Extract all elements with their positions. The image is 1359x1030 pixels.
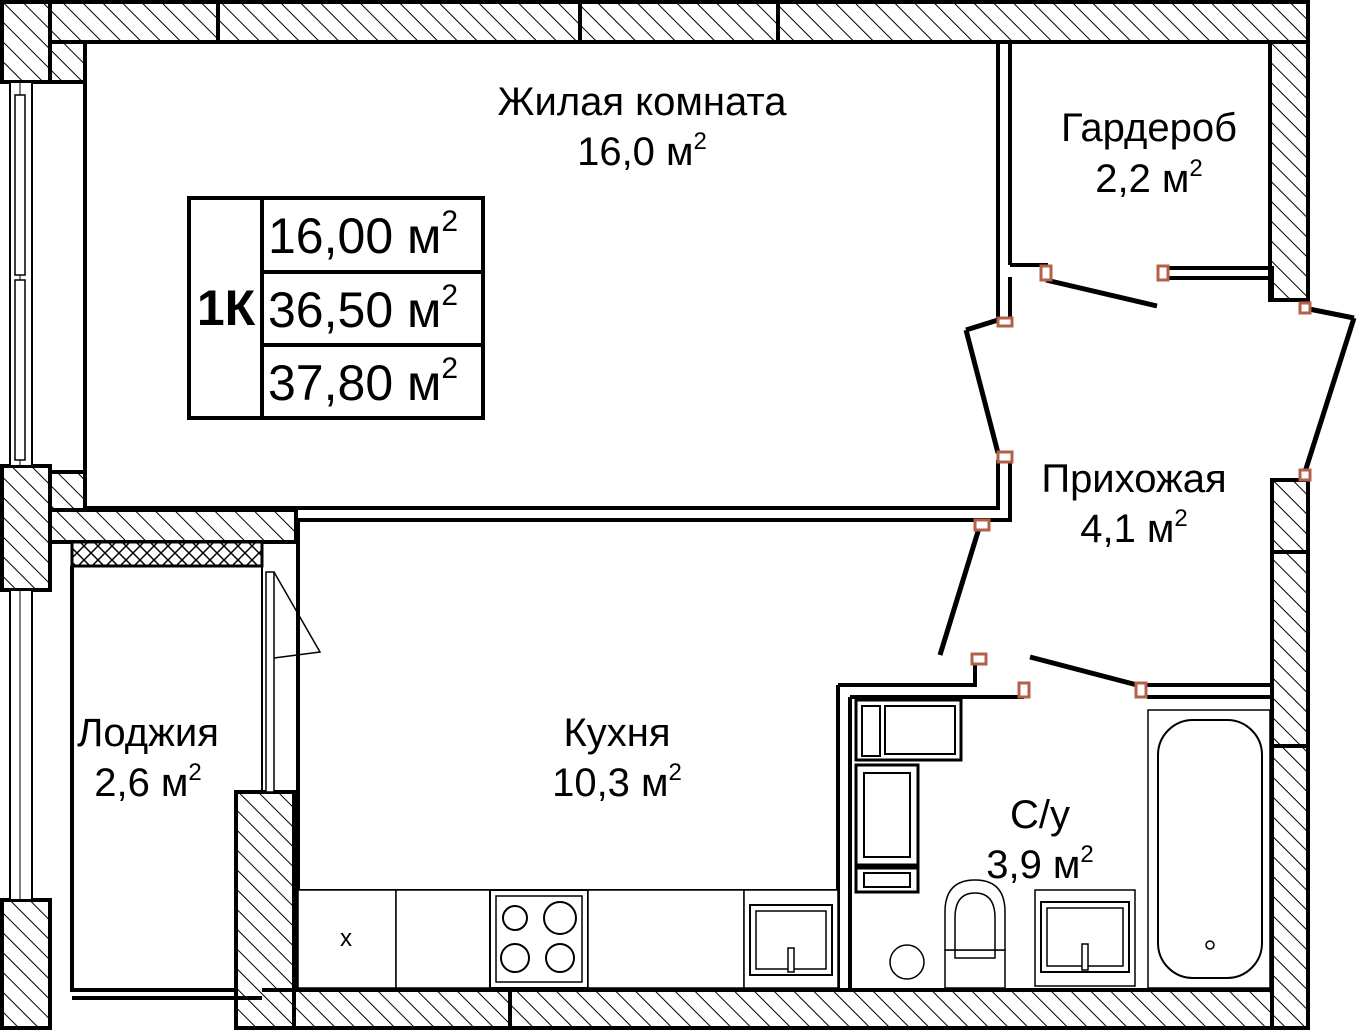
room-name-hall: Прихожая <box>1041 457 1226 501</box>
room-area-living: 16,0 м2 <box>577 128 707 174</box>
room-name-bathroom: С/у <box>1010 793 1070 837</box>
room-name-loggia: Лоджия <box>77 711 219 755</box>
room-area-wardrobe: 2,2 м2 <box>1095 155 1203 201</box>
room-area-hall: 4,1 м2 <box>1080 505 1188 551</box>
room-name-kitchen: Кухня <box>563 711 670 755</box>
wall-top-left <box>48 0 220 44</box>
wall-right-lower-2 <box>1270 550 1310 748</box>
info-row-total-area-with-loggia: 37,80 м2 <box>268 352 458 411</box>
floor-drain <box>889 944 925 980</box>
wall-left-mid <box>0 464 52 592</box>
wall-top-mid <box>216 0 582 44</box>
wall-left-pier-mid <box>48 470 87 512</box>
wall-right-lower-1 <box>1270 478 1310 554</box>
wall-left-corner-top <box>0 0 52 84</box>
loggia-parapet <box>70 540 264 568</box>
stove <box>489 889 589 989</box>
room-area-bathroom: 3,9 м2 <box>986 841 1094 887</box>
wall-loggia-kitchen <box>234 790 296 1030</box>
room-name-living: Жилая комната <box>498 80 788 124</box>
apartment-info-box: 1К 16,00 м2 36,50 м2 37,80 м2 <box>187 196 485 420</box>
windows-left <box>9 81 322 901</box>
wall-left-corner-bottom <box>0 898 52 1030</box>
bathroom-fixtures <box>854 698 1271 989</box>
room-labels: Жилая комната 16,0 м2 Гардероб 2,2 м2 Пр… <box>77 80 1237 887</box>
wall-bottom-2 <box>508 988 1274 1030</box>
fridge <box>297 889 397 989</box>
doors <box>937 264 1357 699</box>
room-area-kitchen: 10,3 м2 <box>552 759 682 805</box>
wall-right-lower-3 <box>1270 744 1310 1030</box>
walls <box>0 0 1310 1030</box>
wall-right-upper <box>1268 40 1310 302</box>
info-row-total-area: 36,50 м2 <box>268 279 458 338</box>
wall-left-pier-top <box>48 40 87 84</box>
kitchen-furniture: x <box>297 889 839 989</box>
wall-bottom-1 <box>260 988 512 1030</box>
bathtub <box>1147 709 1271 989</box>
apartment-type-code: 1К <box>197 280 256 336</box>
room-name-wardrobe: Гардероб <box>1061 106 1237 150</box>
info-row-living-area: 16,00 м2 <box>268 205 458 264</box>
wall-living-bottom <box>48 508 298 544</box>
toilet <box>944 949 1006 989</box>
room-area-loggia: 2,6 м2 <box>94 759 202 805</box>
kitchen-cabinet <box>395 889 491 989</box>
fridge-mark: x <box>340 925 352 952</box>
wall-top-mid2 <box>578 0 780 44</box>
wall-top-right <box>776 0 1310 44</box>
